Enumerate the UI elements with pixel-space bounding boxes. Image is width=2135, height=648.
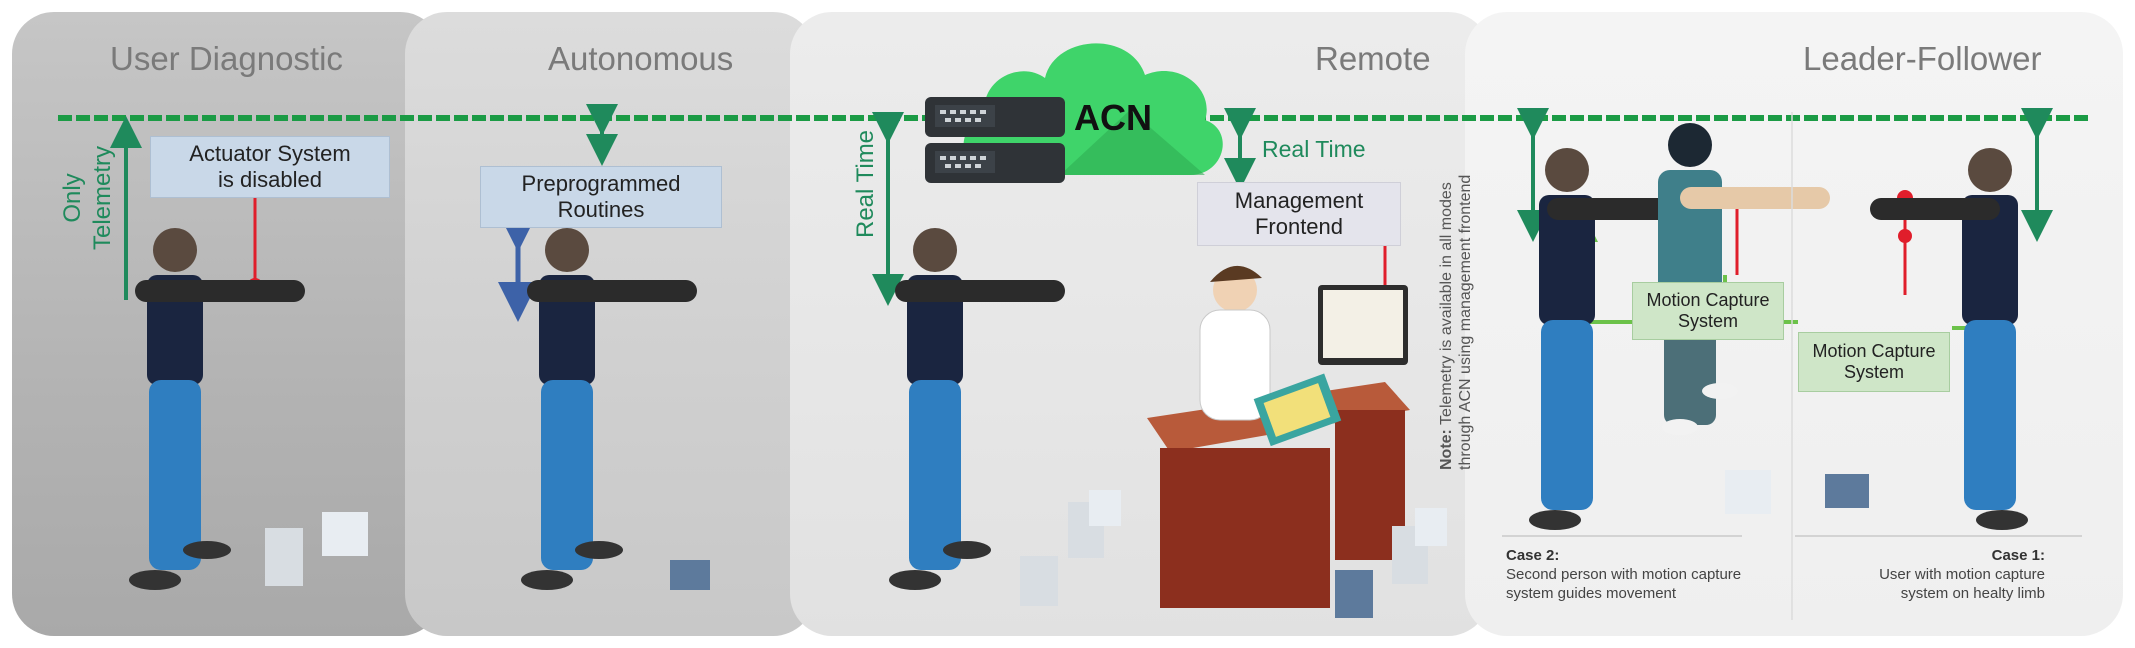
real-time-label-right: Real Time (1262, 136, 1366, 162)
doctor-desk (1147, 265, 1410, 608)
actuator-disabled-label: Actuator System is disabled (150, 136, 390, 198)
mocap-marker-c (1898, 229, 1912, 243)
cloud-icon (963, 43, 1223, 175)
building-icons (265, 470, 1869, 618)
title-autonomous: Autonomous (548, 40, 734, 77)
management-frontend-label: Management Frontend (1197, 182, 1401, 246)
preprogrammed-routines-label: Preprogrammed Routines (480, 166, 722, 228)
mocap-system-label-case1: Motion Capture System (1798, 332, 1950, 392)
server-icon (925, 97, 1065, 183)
title-leader-follower: Leader-Follower (1803, 40, 2042, 77)
telemetry-note: Note: Telemetry is available in all mode… (1438, 174, 1474, 470)
acn-label: ACN (1074, 97, 1152, 138)
title-user-diagnostic: User Diagnostic (110, 40, 343, 77)
title-remote: Remote (1315, 40, 1431, 77)
case1-caption: Case 1:User with motion capture system o… (1879, 547, 2045, 602)
mocap-system-label-case2: Motion Capture System (1632, 282, 1784, 340)
real-time-label-left: Real Time (852, 129, 879, 238)
case2-caption: Case 2:Second person with motion capture… (1506, 547, 1742, 602)
only-telemetry-label: Only Telemetry (59, 145, 116, 250)
